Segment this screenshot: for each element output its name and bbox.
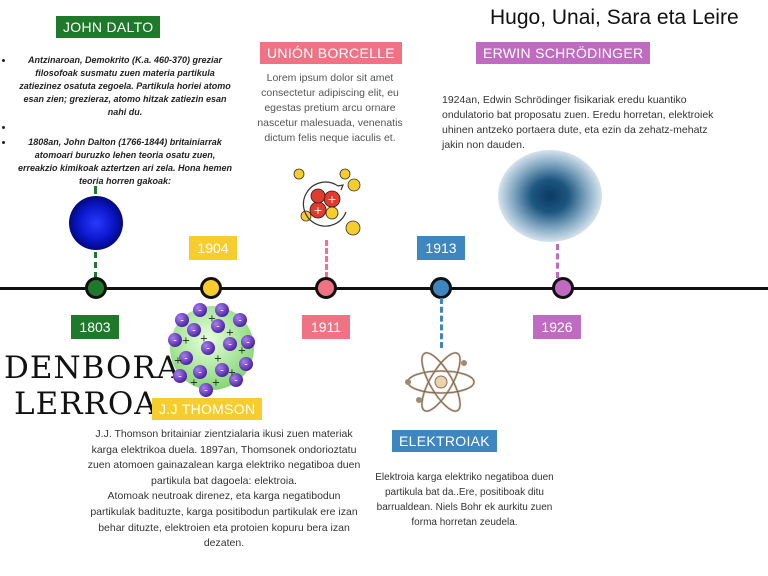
dalton-bullet-2 (14, 121, 236, 134)
bohr-atom-icon (405, 351, 476, 413)
electron-sign: - (184, 354, 188, 365)
thomson-electron (193, 303, 207, 317)
dalton-connector-top (94, 186, 97, 194)
schrodinger-label: ERWIN SCHRÖDINGER (476, 42, 651, 64)
nucleus-icon: + + (293, 168, 361, 236)
schrodinger-connector (556, 244, 559, 278)
borcelle-year: 1911 (302, 315, 350, 339)
thomson-electron (239, 357, 253, 371)
dalton-label: JOHN DALTO (56, 16, 161, 38)
elektroiak-year: 1913 (417, 236, 465, 260)
borcelle-label: UNIÓN BORCELLE (260, 42, 402, 64)
proton-sign: + (228, 368, 236, 379)
timeline-axis (0, 287, 768, 290)
dalton-year: 1803 (71, 315, 119, 339)
thomson-electron (229, 373, 243, 387)
thomson-year: 1904 (189, 236, 237, 260)
thomson-electron (233, 313, 247, 327)
elektroiak-label: ELEKTROIAK (392, 430, 497, 452)
proton-sign: + (226, 328, 234, 339)
electron-sign: - (180, 316, 184, 327)
electron-sign: - (173, 336, 177, 347)
proton-sign: + (190, 378, 198, 389)
dalton-connector (94, 252, 97, 278)
thomson-electron (211, 319, 225, 333)
electron-sign: - (220, 366, 224, 377)
electron-sign: - (206, 344, 210, 355)
proton-sign-1: + (313, 204, 322, 217)
borcelle-node (315, 277, 337, 299)
electron-cloud-icon (498, 150, 602, 242)
thomson-electron (179, 351, 193, 365)
elektroiak-text: Elektroia karga elektriko negatiboa duen… (375, 472, 554, 528)
borcelle-text: Lorem ipsum dolor sit amet consectetur a… (257, 72, 403, 144)
thomson-node (200, 277, 222, 299)
thomson-electron (215, 303, 229, 317)
thomson-electron (215, 363, 229, 377)
proton-sign: + (174, 356, 182, 367)
thomson-electron (241, 335, 255, 349)
schrodinger-node (552, 277, 574, 299)
electron-sign: - (246, 338, 250, 349)
electron-sign: - (234, 376, 238, 387)
thomson-electron (168, 333, 182, 347)
thomson-label: J.J THOMSON (152, 398, 263, 420)
proton-sign: + (208, 314, 216, 325)
elektroiak-node (430, 277, 452, 299)
proton-sign: + (238, 346, 246, 357)
proton-sign: + (182, 336, 190, 347)
borcelle-connector (325, 240, 328, 278)
dalton-atom-sphere (69, 196, 123, 250)
thomson-text: J.J. Thomson britainiar zientzialaria ik… (87, 428, 361, 550)
dalton-node (85, 277, 107, 299)
proton-sign: + (214, 354, 222, 365)
authors: Hugo, Unai, Sara eta Leire (490, 6, 739, 29)
electron-sign: - (238, 316, 242, 327)
electron-sign: - (228, 340, 232, 351)
schrodinger-year: 1926 (533, 315, 581, 339)
elektroiak-connector (440, 298, 443, 348)
dalton-bullet-1: Antzinaroan, Demokrito (K.a. 460-370) gr… (14, 54, 236, 119)
thomson-electron (193, 365, 207, 379)
electron-sign: - (192, 326, 196, 337)
electron-sign: - (244, 360, 248, 371)
dalton-text: Antzinaroan, Demokrito (K.a. 460-370) gr… (4, 54, 236, 190)
proton-sign: + (200, 334, 208, 345)
thomson-electron (187, 323, 201, 337)
thomson-electron (223, 337, 237, 351)
thomson-electron (175, 313, 189, 327)
proton-sign: + (212, 378, 220, 389)
thomson-electron (201, 341, 215, 355)
electron-sign: - (204, 386, 208, 397)
electron-sign: - (198, 368, 202, 379)
dalton-bullet-3: 1808an, John Dalton (1766-1844) britaini… (14, 136, 236, 188)
title-line-2: LERROA (14, 386, 158, 422)
page-title: DENBORA LERROA (4, 350, 180, 422)
thomson-plum-pudding-icon: -----------------++++++++++ (168, 303, 255, 397)
title-line-1: DENBORA (4, 350, 181, 386)
electron-sign: - (216, 322, 220, 333)
electron-sign: - (220, 306, 224, 317)
schrodinger-text: 1924an, Edwin Schrödinger fisikariak ere… (442, 94, 714, 151)
proton-sign-2: + (327, 193, 336, 206)
electron-sign: - (198, 306, 202, 317)
thomson-electron (199, 383, 213, 397)
electron-sign: - (178, 372, 182, 383)
thomson-electron (173, 369, 187, 383)
